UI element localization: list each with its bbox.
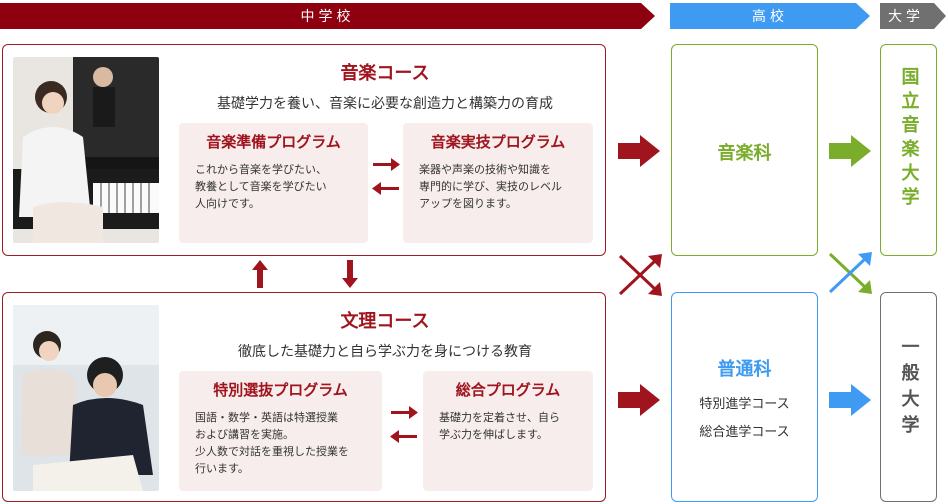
music-program-swap-arrows	[372, 158, 400, 195]
general-department-box: 普通科 特別進学コース 総合進学コース	[671, 292, 818, 502]
music-department-box: 音楽科	[671, 44, 818, 256]
music-to-highschool-arrow-icon	[618, 135, 660, 167]
bunri-course-subtitle: 徹底した基礎力と自ら学ぶ力を身につける教育	[238, 344, 532, 360]
music-to-national-arrow-icon	[829, 135, 871, 167]
general-advanced-course-label: 総合進学コース	[699, 425, 790, 440]
university-cross-arrows-icon	[828, 252, 872, 294]
university-stage-band: 大学	[880, 3, 946, 29]
bunri-to-highschool-arrow-icon	[618, 384, 660, 416]
junior-high-stage-band: 中学校	[0, 3, 655, 29]
general-program-title: 総合プログラム	[455, 381, 561, 399]
arrow-left-icon	[390, 430, 417, 443]
special-selection-program-title: 特別選抜プログラム	[213, 381, 348, 399]
general-program-box: 総合プログラム 基礎力を定着させ、自ら 学ぶ力を伸ばします。	[423, 371, 593, 491]
music-course-photo	[13, 57, 159, 243]
music-prep-program-box: 音楽準備プログラム これから音楽を学びたい、 教養として音楽を学びたい 人向けで…	[179, 123, 368, 243]
high-school-stage-label: 高校	[752, 9, 788, 25]
music-prep-program-body: これから音楽を学びたい、 教養として音楽を学びたい 人向けです。	[195, 163, 327, 210]
music-course-subtitle: 基礎学力を養い、音楽に必要な創造力と構築力の育成	[217, 96, 553, 112]
general-program-body: 基礎力を定着させ、自ら 学ぶ力を伸ばします。	[439, 411, 560, 441]
music-skill-program-box: 音楽実技プログラム 楽器や声楽の技術や知識を 専門的に学び、実技のレベル アップ…	[403, 123, 593, 243]
arrow-right-icon	[373, 158, 400, 171]
bunri-course-title: 文理コース	[340, 311, 430, 332]
up-arrow-icon	[252, 260, 268, 288]
national-music-university-label: 国立音楽大学	[898, 67, 920, 211]
national-music-university-box: 国立音楽大学	[880, 44, 937, 256]
general-university-label: 一般大学	[898, 337, 920, 441]
down-arrow-icon	[342, 260, 358, 288]
bunri-course-photo	[13, 305, 159, 491]
arrow-right-icon	[391, 406, 418, 419]
music-skill-program-title: 音楽実技プログラム	[430, 133, 566, 151]
bunri-course-box: 文理コース 徹底した基礎力と自ら学ぶ力を身につける教育 特別選抜プログラム 国語…	[2, 292, 606, 502]
music-prep-program-title: 音楽準備プログラム	[206, 133, 341, 151]
music-skill-program-body: 楽器や声楽の技術や知識を 専門的に学び、実技のレベル アップを図ります。	[419, 163, 562, 210]
bunri-program-swap-arrows	[390, 406, 418, 443]
music-course-box: 音楽コース 基礎学力を養い、音楽に必要な創造力と構築力の育成 音楽準備プログラム…	[2, 44, 606, 256]
cross-arrows-icon	[618, 254, 662, 296]
music-department-title: 音楽科	[717, 143, 772, 164]
arrow-left-icon	[372, 182, 399, 195]
general-to-university-arrow-icon	[829, 384, 871, 416]
special-selection-program-body: 国語・数学・英語は特選授業 および講習を実施。 少人数で対話を重視した授業を 行…	[195, 411, 349, 475]
general-department-title: 普通科	[717, 359, 772, 380]
special-advanced-course-label: 特別進学コース	[699, 397, 790, 412]
university-stage-label: 大学	[888, 9, 924, 25]
junior-high-stage-label: 中学校	[300, 9, 355, 25]
general-university-box: 一般大学	[880, 292, 937, 502]
special-selection-program-box: 特別選抜プログラム 国語・数学・英語は特選授業 および講習を実施。 少人数で対話…	[179, 371, 382, 491]
high-school-stage-band: 高校	[670, 3, 870, 29]
music-course-title: 音楽コース	[340, 63, 430, 84]
